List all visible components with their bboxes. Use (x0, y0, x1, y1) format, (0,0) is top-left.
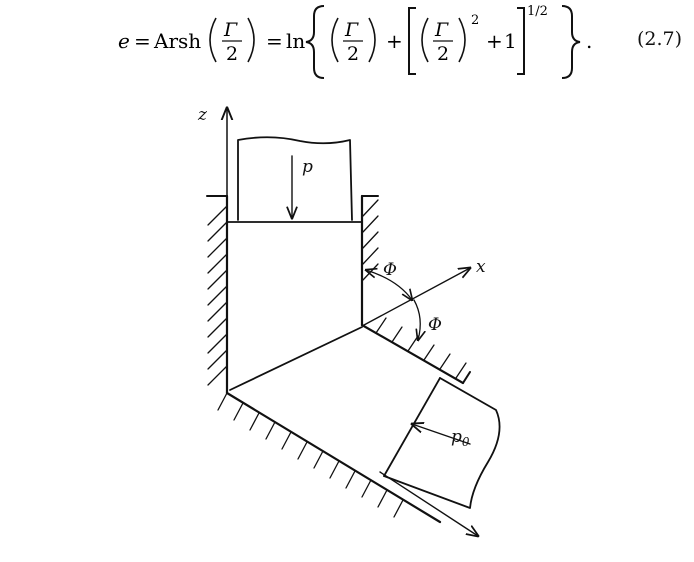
equation-2-7: e = Arsh Γ 2 = ln Γ 2 + Γ 2 2 + 1 1/2 (0, 0, 694, 80)
exit-contact-line (383, 377, 441, 477)
eq-plus-2: + (486, 29, 503, 53)
x-axis-label: x (476, 257, 486, 277)
diagonal-shear-line (229, 326, 363, 391)
bottom-wall-line (225, 391, 442, 524)
eq-gamma-1: Γ (223, 19, 238, 41)
p-label: p (302, 157, 313, 177)
bottom-direction-arrow (379, 471, 478, 536)
eq-two-3: 2 (437, 43, 449, 65)
phi-arc-upper (366, 270, 412, 300)
upper-incline-wall (360, 323, 465, 385)
eq-equals-1: = (134, 29, 151, 53)
phi-label-upper: Φ (383, 260, 397, 280)
upper-incline-cap (462, 371, 471, 384)
eq-paren-left-2 (331, 17, 339, 63)
p0-force-arrow (412, 424, 471, 445)
eq-bracket-left (408, 7, 416, 75)
right-wall-hatching (362, 199, 379, 281)
x-axis-arrow (363, 268, 470, 326)
upper-incline-hatching (375, 317, 467, 379)
eq-paren-right-3 (458, 17, 466, 63)
eq-paren-left-3 (421, 17, 429, 63)
figure-punch-diagram: z x p p0 Φ Φ (0, 80, 694, 558)
equation-svg: e = Arsh Γ 2 = ln Γ 2 + Γ 2 2 + 1 1/2 (118, 4, 592, 79)
p0-label: p0 (451, 427, 470, 449)
eq-gamma-2: Γ (344, 19, 359, 41)
eq-gamma-3: Γ (434, 19, 449, 41)
eq-ln: ln (286, 29, 305, 53)
eq-bracket-right (517, 7, 525, 75)
z-axis-label: z (197, 105, 208, 125)
eq-paren-right-2 (368, 17, 376, 63)
phi-label-lower: Φ (428, 315, 442, 335)
eq-square-exponent: 2 (471, 13, 479, 28)
eq-paren-left-1 (209, 17, 217, 63)
eq-one: 1 (504, 29, 517, 53)
equation-number: (2.7) (636, 28, 682, 50)
eq-two-2: 2 (347, 43, 359, 65)
eq-paren-right-1 (247, 17, 255, 63)
eq-func-arsh: Arsh (153, 29, 201, 53)
eq-half-power: 1/2 (527, 4, 548, 19)
figure-svg: z x p p0 Φ Φ (197, 105, 501, 558)
eq-lhs-var: e (118, 29, 130, 53)
eq-equals-2: = (266, 29, 283, 53)
eq-brace-right (561, 5, 581, 79)
bottom-wall-hatching (217, 392, 404, 518)
upper-punch-outline (237, 136, 353, 221)
eq-period: . (586, 29, 592, 53)
phi-arc-lower (413, 299, 420, 340)
eq-two-1: 2 (226, 43, 238, 65)
lower-punch-outline (383, 377, 501, 509)
left-wall-hatching (207, 205, 228, 386)
eq-brace-left (305, 5, 325, 79)
eq-plus-1: + (386, 29, 403, 53)
